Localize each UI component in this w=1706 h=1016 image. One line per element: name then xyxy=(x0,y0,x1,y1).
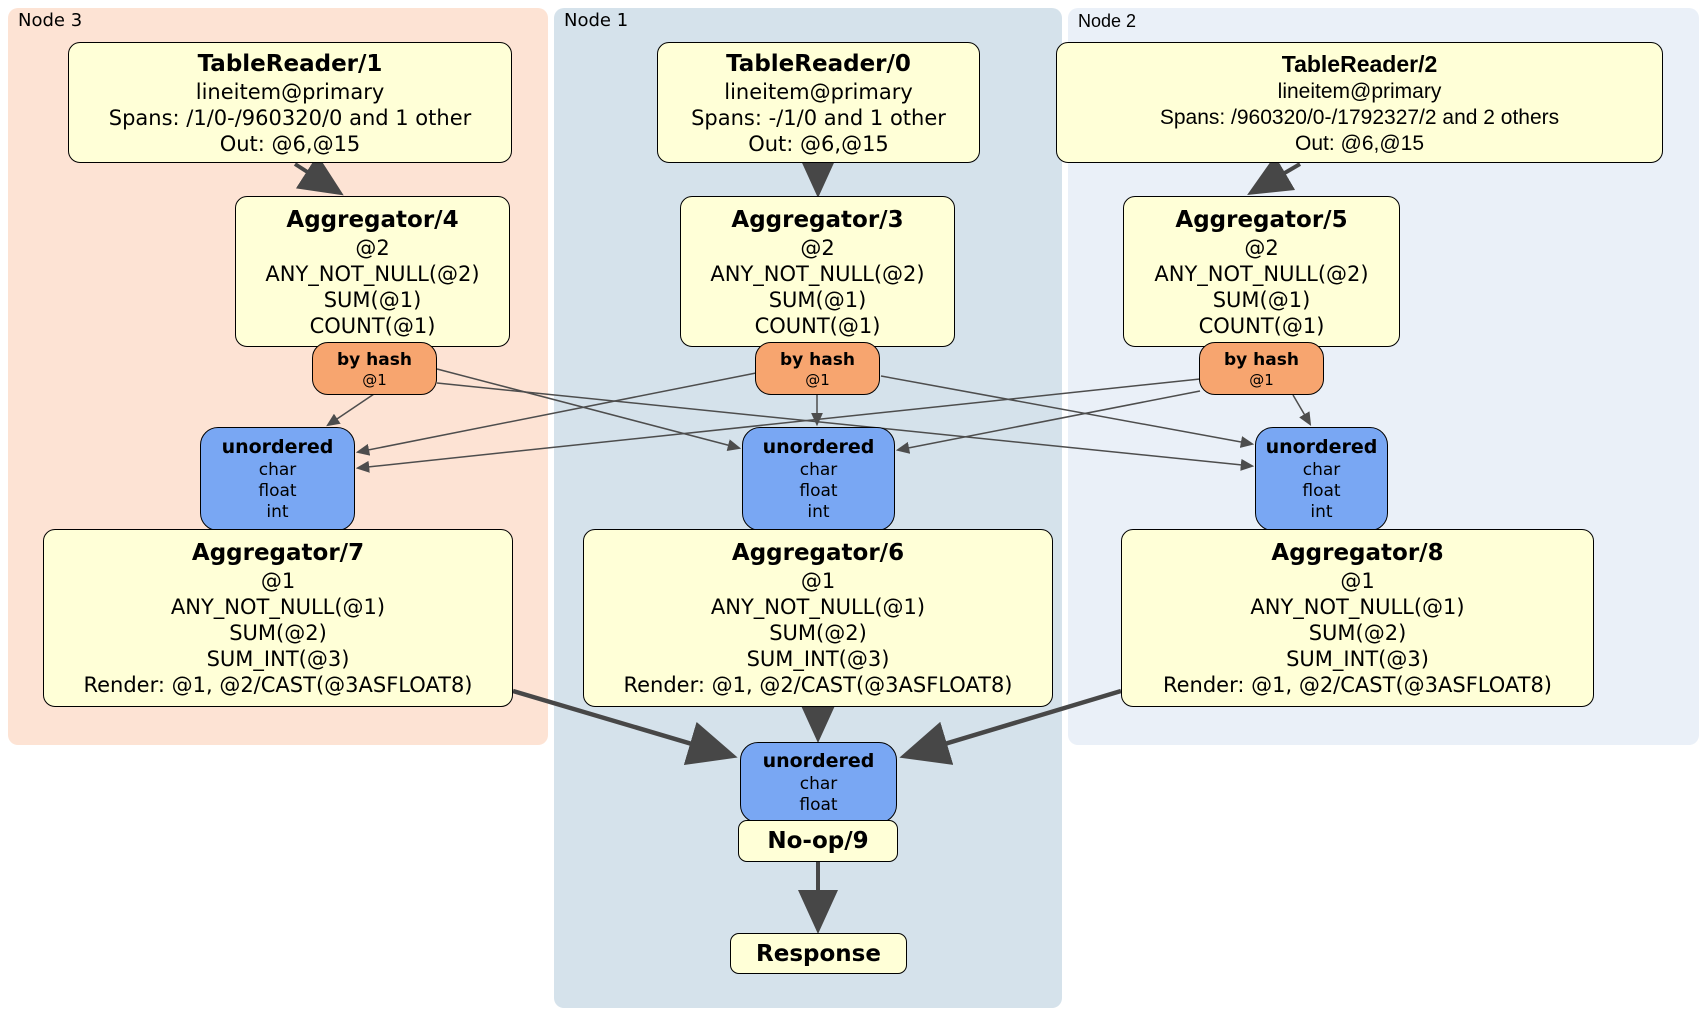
aggregator-8-group: @1 xyxy=(1340,569,1375,593)
hash-router-5: by hash @1 xyxy=(1199,342,1324,395)
tablereader-0-box: TableReader/0 lineitem@primary Spans: -/… xyxy=(657,42,980,163)
sync-node3-col3: int xyxy=(266,502,289,522)
sync-node1-col1: char xyxy=(799,460,838,480)
aggregator-5-box: Aggregator/5 @2 ANY_NOT_NULL(@2) SUM(@1)… xyxy=(1123,196,1400,347)
aggregator-4-fn3: COUNT(@1) xyxy=(309,313,436,338)
aggregator-6-box: Aggregator/6 @1 ANY_NOT_NULL(@1) SUM(@2)… xyxy=(583,529,1053,707)
aggregator-5-fn3: COUNT(@1) xyxy=(1198,313,1325,338)
aggregator-6-title: Aggregator/6 xyxy=(731,540,905,566)
aggregator-4-title: Aggregator/4 xyxy=(286,206,459,233)
aggregator-3-title: Aggregator/3 xyxy=(731,206,904,233)
aggregator-8-title: Aggregator/8 xyxy=(1271,540,1444,566)
tablereader-1-index: lineitem@primary xyxy=(195,79,385,104)
sync-node3: unordered char float int xyxy=(200,427,355,531)
tablereader-2-title: TableReader/2 xyxy=(1281,50,1438,77)
aggregator-4-group: @2 xyxy=(355,235,390,260)
aggregator-8-fn2: SUM(@2) xyxy=(1308,621,1407,645)
hash-router-4-detail: @1 xyxy=(362,370,387,389)
aggregator-7-box: Aggregator/7 @1 ANY_NOT_NULL(@1) SUM(@2)… xyxy=(43,529,513,707)
node-2-label: Node 2 xyxy=(1078,11,1137,31)
aggregator-6-fn2: SUM(@2) xyxy=(769,621,867,645)
aggregator-3-group: @2 xyxy=(800,235,835,260)
aggregator-7-group: @1 xyxy=(260,569,296,593)
aggregator-5-fn2: SUM(@1) xyxy=(1212,287,1311,312)
aggregator-7-fn3: SUM_INT(@3) xyxy=(206,647,350,671)
sync-final-title: unordered xyxy=(762,750,875,772)
sync-node3-title: unordered xyxy=(221,436,334,458)
sync-final-col1: char xyxy=(799,774,838,794)
response-box: Response xyxy=(730,933,907,974)
tablereader-0-index: lineitem@primary xyxy=(724,79,913,104)
aggregator-6-render: Render: @1, @2/CAST(@3ASFLOAT8) xyxy=(623,673,1013,697)
sync-node2: unordered char float int xyxy=(1255,427,1388,531)
hash-router-3-title: by hash xyxy=(780,349,855,370)
hash-router-4-title: by hash xyxy=(337,349,412,370)
hash-router-5-detail: @1 xyxy=(1249,370,1274,389)
hash-router-3: by hash @1 xyxy=(755,342,880,395)
node-1-label: Node 1 xyxy=(564,10,629,31)
aggregator-8-box: Aggregator/8 @1 ANY_NOT_NULL(@1) SUM(@2)… xyxy=(1121,529,1594,707)
tablereader-1-title: TableReader/1 xyxy=(197,50,383,77)
noop-9-box: No-op/9 xyxy=(738,820,898,862)
aggregator-3-fn3: COUNT(@1) xyxy=(754,313,881,338)
aggregator-4-fn2: SUM(@1) xyxy=(323,287,422,312)
sync-node1-col3: int xyxy=(807,502,830,522)
sync-node2-col3: int xyxy=(1310,502,1333,522)
aggregator-3-fn2: SUM(@1) xyxy=(768,287,867,312)
sync-node2-col1: char xyxy=(1302,460,1341,480)
aggregator-5-group: @2 xyxy=(1244,235,1279,260)
sync-node1-col2: float xyxy=(799,481,838,501)
sync-node2-title: unordered xyxy=(1265,436,1378,458)
aggregator-4-fn1: ANY_NOT_NULL(@2) xyxy=(265,261,480,286)
aggregator-7-fn2: SUM(@2) xyxy=(229,621,327,645)
aggregator-6-fn1: ANY_NOT_NULL(@1) xyxy=(710,595,926,619)
aggregator-8-fn1: ANY_NOT_NULL(@1) xyxy=(1250,595,1465,619)
tablereader-2-box: TableReader/2 lineitem@primary Spans: /9… xyxy=(1056,42,1663,163)
tablereader-0-spans: Spans: -/1/0 and 1 other xyxy=(691,105,946,130)
sync-node1-title: unordered xyxy=(762,436,875,458)
tablereader-1-box: TableReader/1 lineitem@primary Spans: /1… xyxy=(68,42,512,163)
aggregator-5-title: Aggregator/5 xyxy=(1175,206,1348,233)
aggregator-8-render: Render: @1, @2/CAST(@3ASFLOAT8) xyxy=(1162,673,1553,697)
aggregator-7-fn1: ANY_NOT_NULL(@1) xyxy=(170,595,386,619)
aggregator-5-fn1: ANY_NOT_NULL(@2) xyxy=(1154,261,1369,286)
sync-final: unordered char float xyxy=(740,742,897,823)
tablereader-2-out: Out: @6,@15 xyxy=(1294,131,1425,155)
sync-node1: unordered char float int xyxy=(742,427,895,531)
tablereader-1-out: Out: @6,@15 xyxy=(219,131,361,156)
aggregator-4-box: Aggregator/4 @2 ANY_NOT_NULL(@2) SUM(@1)… xyxy=(235,196,510,347)
tablereader-0-title: TableReader/0 xyxy=(726,50,911,77)
aggregator-3-box: Aggregator/3 @2 ANY_NOT_NULL(@2) SUM(@1)… xyxy=(680,196,955,347)
tablereader-0-out: Out: @6,@15 xyxy=(748,131,889,156)
hash-router-5-title: by hash xyxy=(1224,349,1299,370)
aggregator-7-title: Aggregator/7 xyxy=(191,540,365,566)
tablereader-2-spans: Spans: /960320/0-/1792327/2 and 2 others xyxy=(1159,105,1560,129)
aggregator-6-group: @1 xyxy=(800,569,836,593)
hash-router-3-detail: @1 xyxy=(805,370,830,389)
sync-node3-col2: float xyxy=(258,481,297,501)
hash-router-4: by hash @1 xyxy=(312,342,437,395)
aggregator-6-fn3: SUM_INT(@3) xyxy=(746,647,890,671)
sync-final-col2: float xyxy=(799,795,838,815)
aggregator-7-render: Render: @1, @2/CAST(@3ASFLOAT8) xyxy=(83,673,473,697)
aggregator-3-fn1: ANY_NOT_NULL(@2) xyxy=(710,261,925,286)
tablereader-2-index: lineitem@primary xyxy=(1277,79,1442,103)
sync-node2-col2: float xyxy=(1302,481,1341,501)
tablereader-1-spans: Spans: /1/0-/960320/0 and 1 other xyxy=(108,105,472,130)
sync-node3-col1: char xyxy=(258,460,297,480)
aggregator-8-fn3: SUM_INT(@3) xyxy=(1286,647,1429,671)
node-3-label: Node 3 xyxy=(18,10,83,31)
